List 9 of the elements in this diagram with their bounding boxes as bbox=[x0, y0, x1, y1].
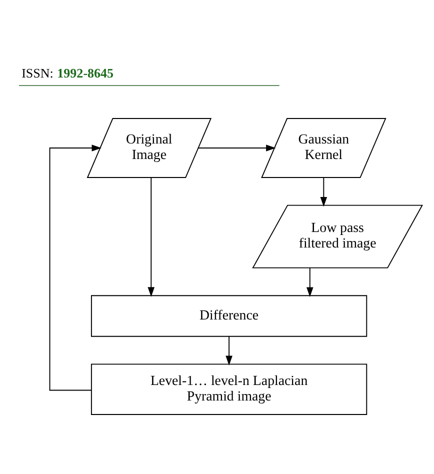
arrow bbox=[198, 144, 276, 152]
label: ISSN: 1992-8645 bbox=[22, 66, 114, 81]
arrow bbox=[226, 336, 232, 366]
arrow bbox=[49, 144, 102, 391]
arrow bbox=[148, 177, 155, 297]
node-box: Difference bbox=[90, 295, 368, 337]
arrow bbox=[320, 177, 328, 207]
arrow bbox=[306, 267, 314, 297]
node-box: Level-1… level-n Laplacian Pyramid image bbox=[90, 364, 368, 415]
